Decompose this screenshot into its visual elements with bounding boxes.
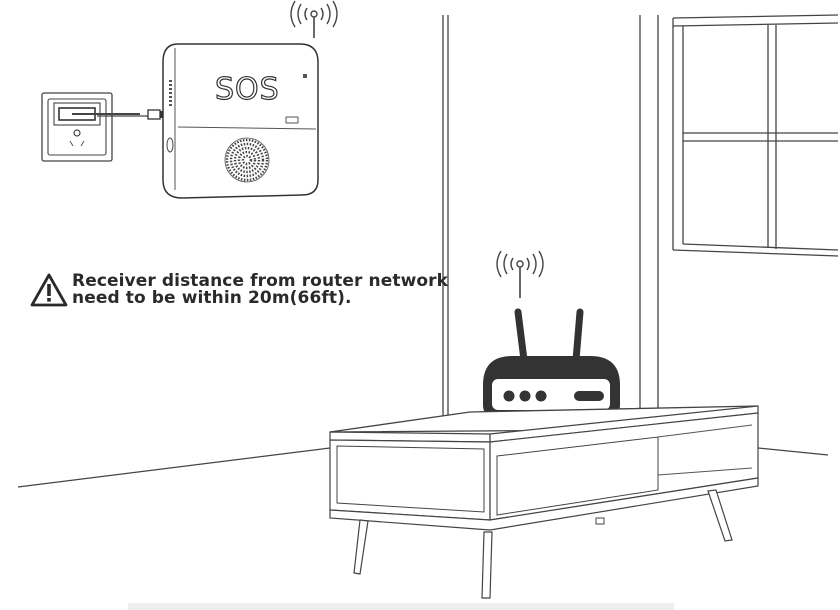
sos-label: SOS [215, 72, 280, 107]
power-outlet-icon [41, 92, 113, 162]
sos-receiver-device: SOS [162, 43, 319, 199]
warning-triangle-icon [30, 273, 68, 307]
warning-line-1: Receiver distance from router network [72, 271, 449, 291]
warning-note: Receiver distance from router network ne… [30, 273, 448, 307]
router-icon [483, 308, 620, 417]
warning-line-2: need to be within 20m(66ft). [72, 288, 352, 308]
wifi-signal-icon [496, 250, 544, 298]
bottom-bar [128, 603, 674, 610]
window [672, 14, 839, 257]
wifi-signal-icon [290, 0, 338, 38]
speaker-grille-icon [224, 137, 270, 183]
coffee-table [329, 405, 759, 599]
